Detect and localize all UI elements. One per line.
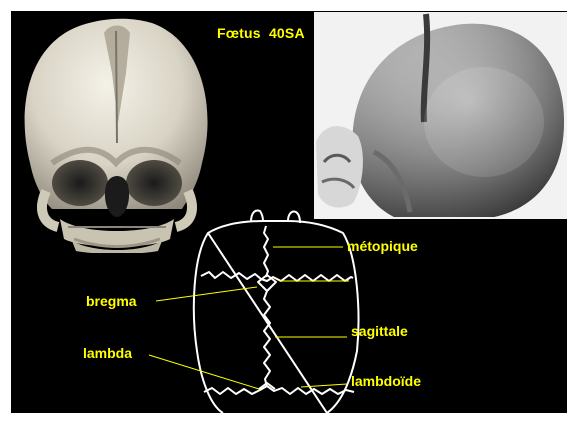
metopic-suture — [264, 226, 268, 277]
lambdoid-suture — [204, 386, 354, 394]
sagittal-suture — [264, 291, 270, 387]
label-metopique: métopique — [347, 238, 418, 254]
label-lambdoide: lambdoïde — [351, 373, 421, 389]
leader-bregma — [156, 287, 257, 301]
slide-canvas: Fœtus 40SA métopique bregma sagittale la… — [11, 11, 567, 413]
slide-title: Fœtus 40SA — [217, 25, 335, 41]
label-sagittale: sagittale — [351, 323, 408, 339]
label-lambda: lambda — [83, 345, 132, 361]
coronal-suture — [201, 272, 353, 281]
label-bregma: bregma — [86, 293, 137, 309]
skull-outline — [194, 221, 359, 413]
